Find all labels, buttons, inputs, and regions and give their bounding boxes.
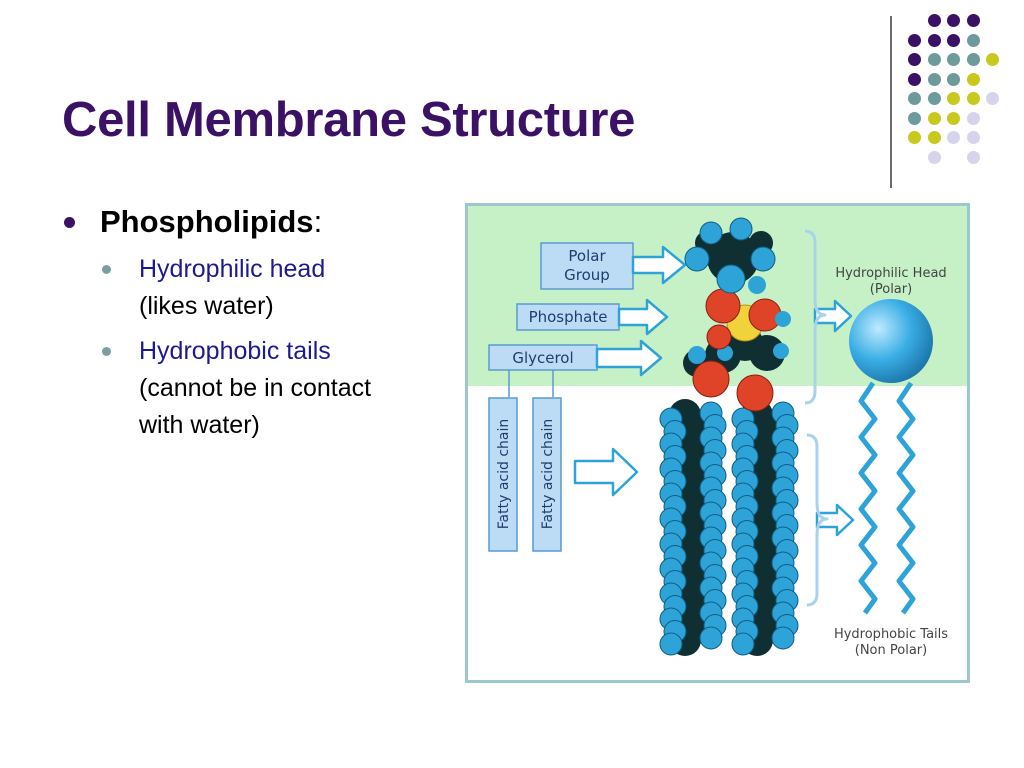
decorative-dot [986,92,999,105]
arrow-right-icon [813,299,853,333]
atom [659,632,683,656]
hydrophobic-tails-label-2: (Non Polar) [855,643,927,658]
fatty-acid-box-1 [488,397,518,552]
atom [731,632,755,656]
decorative-dot [966,14,980,27]
decorative-dot [966,150,980,164]
decorative-dot [927,131,941,144]
subbullet-hydrophilic: Hydrophilic head (likes water) [139,251,325,325]
decorative-dot-grid [908,14,1008,164]
decorative-dot [908,33,921,47]
fatty-acid-label-1: Fatty acid chain [496,419,512,529]
decorative-dot [947,72,960,86]
fatty-acid-box-2 [532,397,562,552]
schematic-head-ball [849,299,933,383]
decorative-dot [908,92,921,105]
subbullet-line: (cannot be in contact [139,374,372,402]
decorative-dot [966,33,980,47]
subbullet-marker [102,265,111,274]
arrow-right-icon [815,503,855,537]
decorative-dot [947,33,960,47]
decorative-dot [927,111,941,125]
subbullet-line: (likes water) [139,292,274,320]
decorative-dot [927,150,941,164]
subbullet-highlight: Hydrophilic head [139,255,326,283]
decorative-dot [966,92,980,105]
decorative-dot [966,72,980,86]
phospholipid-diagram: Polar Group Phosphate Glycerol Fatty aci… [465,203,970,683]
atom [771,626,795,650]
decorative-dot [947,14,960,27]
hydrophobic-tails-label-1: Hydrophobic Tails [834,627,948,642]
fatty-acid-label-2: Fatty acid chain [540,419,556,529]
arrow-right-icon [595,339,663,377]
polar-group-label-2: Group [564,266,610,284]
decorative-dot [927,14,941,27]
hydrophilic-head-label-1: Hydrophilic Head [835,266,946,281]
decorative-dot [927,72,941,86]
decorative-dot [947,131,960,144]
bullet-marker [64,217,75,228]
decorative-dot [947,53,960,66]
decorative-dot [908,131,921,144]
phosphate-label: Phosphate [529,308,608,326]
decorative-dot [908,72,921,86]
decorative-dot [927,92,941,105]
decorative-dot [986,53,999,66]
decorative-dot [966,53,980,66]
decorative-dot [908,111,921,125]
brace-tails [806,433,829,607]
atom [699,626,723,650]
fatty-acid-chains [659,399,799,656]
decorative-dot [966,131,980,144]
polar-group-label-1: Polar [568,247,606,265]
arrow-right-icon [573,447,639,497]
subbullet-marker [102,347,111,356]
subbullet-hydrophobic: Hydrophobic tails (cannot be in contact … [139,333,371,444]
decorative-dot [908,53,921,66]
arrow-right-icon [617,298,669,336]
subbullet-line: with water) [139,411,260,439]
hydrophilic-head-label-2: (Polar) [870,282,912,297]
arrow-right-icon [631,245,687,285]
schematic-tails [858,381,916,615]
polar-group-box [540,242,634,290]
phosphate-box [516,303,620,331]
slide-title: Cell Membrane Structure [62,93,636,147]
glycerol-box [488,344,598,371]
molecule-head [683,217,791,412]
subbullet-highlight: Hydrophobic tails [139,337,331,365]
bullet-suffix: : [313,204,323,239]
divider-line [890,16,892,188]
decorative-dot [947,92,960,105]
brace-head [804,229,827,405]
glycerol-label: Glycerol [512,349,573,367]
bullet-label: Phospholipids [100,204,314,239]
bullet-phospholipids: Phospholipids: [100,204,322,240]
decorative-dot [947,111,960,125]
decorative-dot [966,111,980,125]
decorative-dot [927,33,941,47]
decorative-dot [927,53,941,66]
